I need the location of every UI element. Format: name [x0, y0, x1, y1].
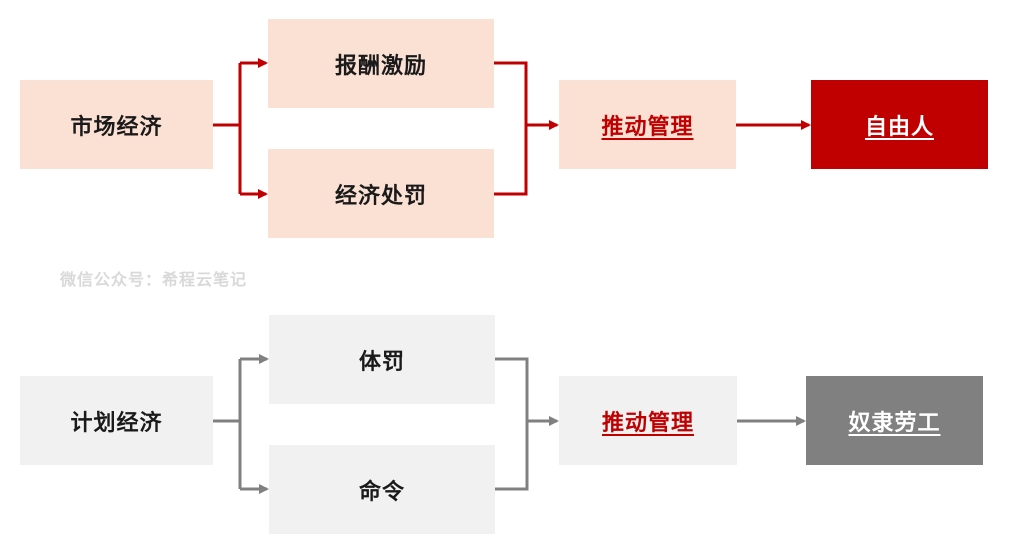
- top-source-label: 市场经济: [70, 113, 163, 140]
- bottom-connectors: [213, 354, 806, 494]
- bottom-split-line: [213, 359, 242, 489]
- bottom-merge-line: [495, 357, 529, 491]
- bottom-mid-box: 推动管理: [559, 376, 737, 465]
- top-split-line: [213, 63, 242, 194]
- bottom-mid-label[interactable]: 推动管理: [601, 409, 694, 436]
- top-branch2-label: 经济处罚: [334, 182, 427, 209]
- top-source-box: 市场经济: [20, 80, 213, 169]
- watermark-text: 微信公众号：希程云笔记: [60, 270, 248, 289]
- top-branch1-box: 报酬激励: [268, 19, 494, 108]
- top-connectors: [213, 58, 811, 199]
- top-mid-box: 推动管理: [559, 80, 736, 169]
- bottom-result-label[interactable]: 奴隶劳工: [848, 409, 941, 436]
- top-result-box[interactable]: 自由人: [811, 80, 988, 169]
- top-mid-label[interactable]: 推动管理: [601, 113, 694, 140]
- bottom-branch1-label: 体罚: [358, 348, 405, 375]
- bottom-branch2-box: 命令: [269, 445, 495, 534]
- top-branch2-box: 经济处罚: [268, 149, 494, 238]
- top-result-label[interactable]: 自由人: [864, 113, 934, 140]
- bottom-branch2-label: 命令: [358, 478, 405, 505]
- bottom-source-label: 计划经济: [70, 409, 163, 436]
- top-branch1-label: 报酬激励: [334, 52, 427, 79]
- bottom-source-box: 计划经济: [20, 376, 213, 465]
- top-merge-line: [494, 61, 528, 196]
- bottom-branch1-box: 体罚: [269, 315, 495, 404]
- bottom-result-box[interactable]: 奴隶劳工: [806, 376, 983, 465]
